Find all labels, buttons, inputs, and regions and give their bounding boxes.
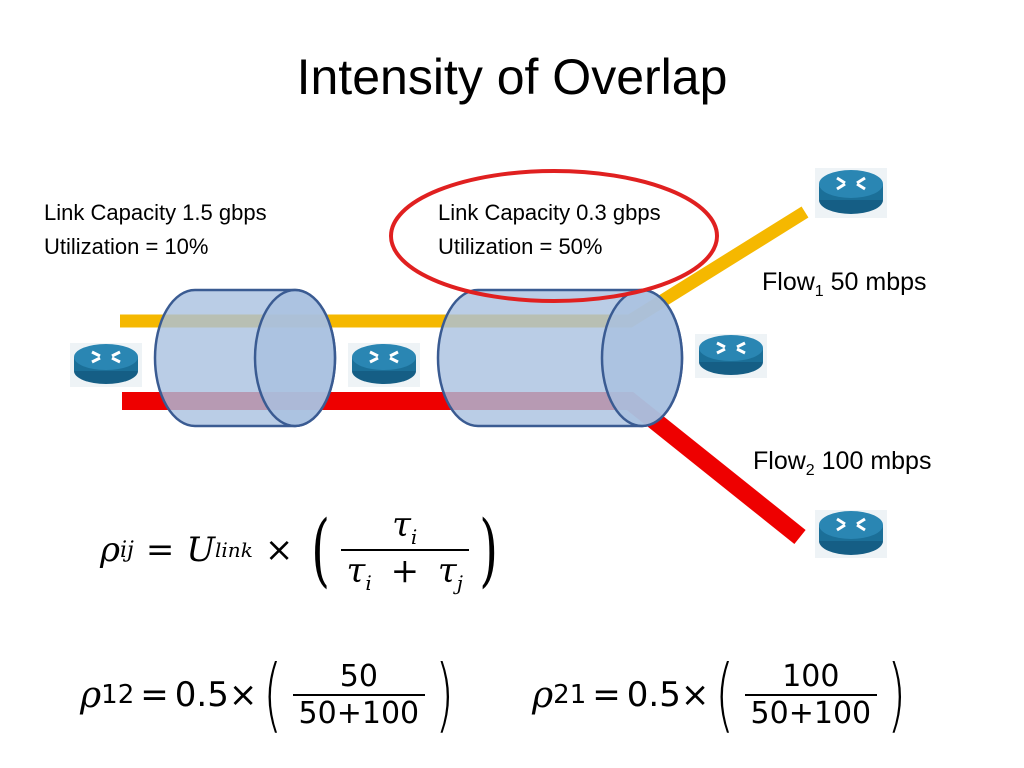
router-icon	[815, 510, 887, 558]
slide-title: Intensity of Overlap	[296, 49, 728, 105]
router-icon	[348, 343, 420, 387]
link1-utilization: Utilization = 10%	[44, 234, 209, 259]
flow2-label: Flow2 100 mbps	[753, 447, 932, 479]
link2-utilization: Utilization = 50%	[438, 234, 603, 259]
link2-capacity: Link Capacity 0.3 gbps	[438, 200, 661, 225]
highlight-ellipse	[389, 169, 719, 303]
router-icon	[815, 168, 887, 218]
link2-label: Link Capacity 0.3 gbps Utilization = 50%	[438, 196, 661, 264]
link1-capacity: Link Capacity 1.5 gbps	[44, 200, 267, 225]
router-icon	[70, 343, 142, 387]
link2-pipe	[436, 288, 684, 428]
router-icon	[695, 334, 767, 378]
flow1-label: Flow1 50 mbps	[762, 268, 927, 300]
link1-label: Link Capacity 1.5 gbps Utilization = 10%	[44, 196, 267, 264]
link1-pipe	[153, 288, 337, 428]
formula-fraction: τi τi + τj	[340, 505, 469, 595]
